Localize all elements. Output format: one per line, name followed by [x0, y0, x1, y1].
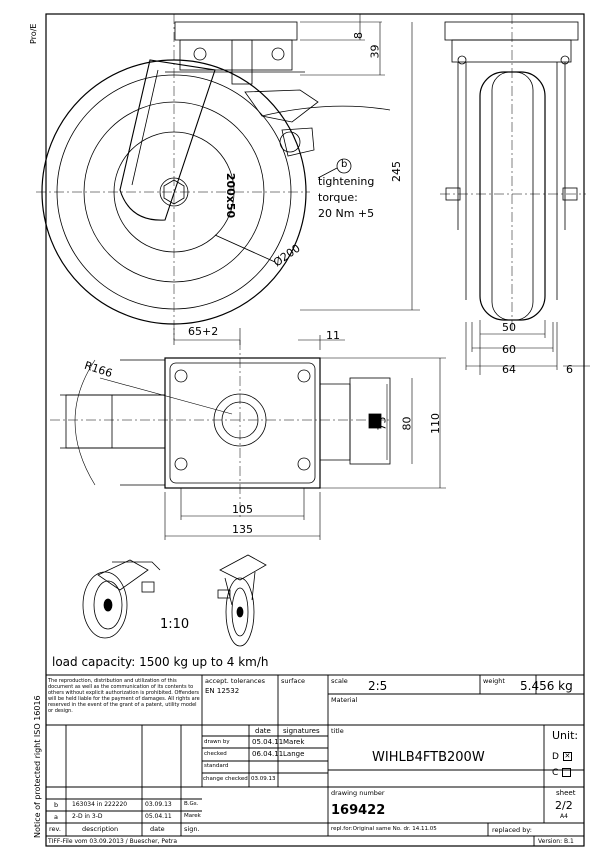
scale-label: scale — [331, 677, 348, 685]
weight-value: 5.456 kg — [520, 679, 573, 693]
dim-135: 135 — [232, 523, 253, 536]
drawn-by-label: drawn by — [204, 739, 230, 745]
description-header: description — [82, 825, 119, 833]
tiff-note: TIFF-File vom 03.09.2013 / Buescher, Pet… — [48, 838, 178, 845]
rev-header: rev. — [49, 825, 61, 833]
sheet-size: A4 — [560, 813, 568, 820]
rev-a-id: a — [54, 813, 58, 821]
replacement-for: repl.for:Original same No. dr. 14.11.05 — [331, 826, 437, 832]
sign-header: sign. — [184, 825, 200, 833]
dim-8: 8 — [352, 32, 365, 39]
tightening-line-2: torque: — [318, 191, 358, 204]
wheel-size-label: 200x50 — [224, 172, 238, 219]
dim-39: 39 — [368, 44, 382, 59]
rev-b-sign: B.Gs. — [184, 801, 199, 807]
signatures-header: signatures — [283, 727, 320, 735]
date-header: date — [255, 727, 271, 735]
dimension-lines-front — [465, 320, 590, 375]
replaced-by: replaced by: — [492, 826, 532, 834]
dim-80: 80 — [400, 416, 414, 431]
tightening-line-1: tightening — [318, 175, 375, 188]
unit-c-checkbox — [562, 768, 572, 777]
rev-a-sign: Marek — [184, 813, 201, 819]
unit-d-option: D✕ — [552, 752, 572, 762]
change-checked-date: 03.09.13 — [251, 776, 276, 782]
dimension-lines-side — [173, 14, 420, 350]
dim-64: 64 — [502, 363, 516, 376]
reproduction-notice: The reproduction, distribution and utili… — [48, 678, 200, 714]
change-checked-label: change checked — [203, 776, 248, 782]
rev-a-description: 2-D in 3-D — [72, 813, 103, 820]
material-label: Material — [331, 696, 358, 704]
rev-b-id: b — [54, 801, 59, 809]
checked-signature: Lange — [283, 750, 305, 758]
rev-b-description: 163034 in 222220 — [72, 801, 128, 808]
drawing-number-value: 169422 — [331, 803, 386, 818]
legal-side-label: Notice of protected right ISO 16016 — [33, 695, 42, 838]
dimension-lines-top — [164, 357, 446, 540]
accept-tolerances-label: accept. tolerances — [205, 677, 266, 685]
rev-b-date: 03.09.13 — [145, 801, 172, 808]
top-view — [50, 340, 391, 520]
unit-d-checkbox: ✕ — [562, 752, 572, 761]
weight-label: weight — [483, 677, 505, 685]
drawn-by-signature: Marek — [283, 738, 305, 746]
version-label: Version: B.1 — [538, 838, 574, 845]
perspective-view-2 — [217, 554, 267, 647]
tightening-line-3: 20 Nm +5 — [318, 207, 375, 220]
title-block-lines — [46, 674, 584, 846]
dim-245: 245 — [390, 161, 403, 182]
perspective-scale: 1:10 — [160, 617, 190, 632]
perspective-view-1 — [82, 559, 161, 639]
accept-tolerances-value: EN 12532 — [205, 687, 240, 695]
dim-11: 11 — [326, 329, 340, 342]
dim-65: 65+2 — [188, 325, 219, 338]
dim-75: 75 — [375, 416, 389, 431]
standard-label: standard — [204, 763, 229, 769]
dim-60: 60 — [502, 343, 516, 356]
front-view-wheel — [440, 14, 586, 330]
tighten-bubble-label: b — [341, 159, 348, 170]
side-label: Pro/E — [29, 23, 38, 44]
sheet-frame — [45, 13, 585, 847]
date-header-rev: date — [150, 825, 165, 833]
load-capacity: load capacity: 1500 kg up to 4 km/h — [52, 655, 269, 669]
dim-50: 50 — [502, 321, 516, 334]
dim-6: 6 — [566, 363, 573, 376]
side-view-wheel — [36, 14, 391, 340]
title-label: title — [331, 727, 344, 735]
drawing-number-label: drawing number — [331, 789, 385, 797]
rev-a-date: 05.04.11 — [145, 813, 172, 820]
checked-label: checked — [204, 751, 227, 757]
dim-110: 110 — [429, 413, 442, 434]
checked-date: 06.04.11 — [252, 750, 284, 758]
sheet-label: sheet — [556, 789, 576, 797]
drawn-by-date: 05.04.11 — [252, 738, 284, 746]
sheet-value: 2/2 — [555, 799, 573, 812]
surface-label: surface — [281, 677, 306, 685]
scale-value: 2:5 — [368, 679, 388, 693]
dim-105: 105 — [232, 503, 253, 516]
unit-label: Unit: — [552, 729, 579, 742]
unit-c-option: C — [552, 768, 572, 778]
title-value: WIHLB4FTB200W — [372, 750, 485, 765]
